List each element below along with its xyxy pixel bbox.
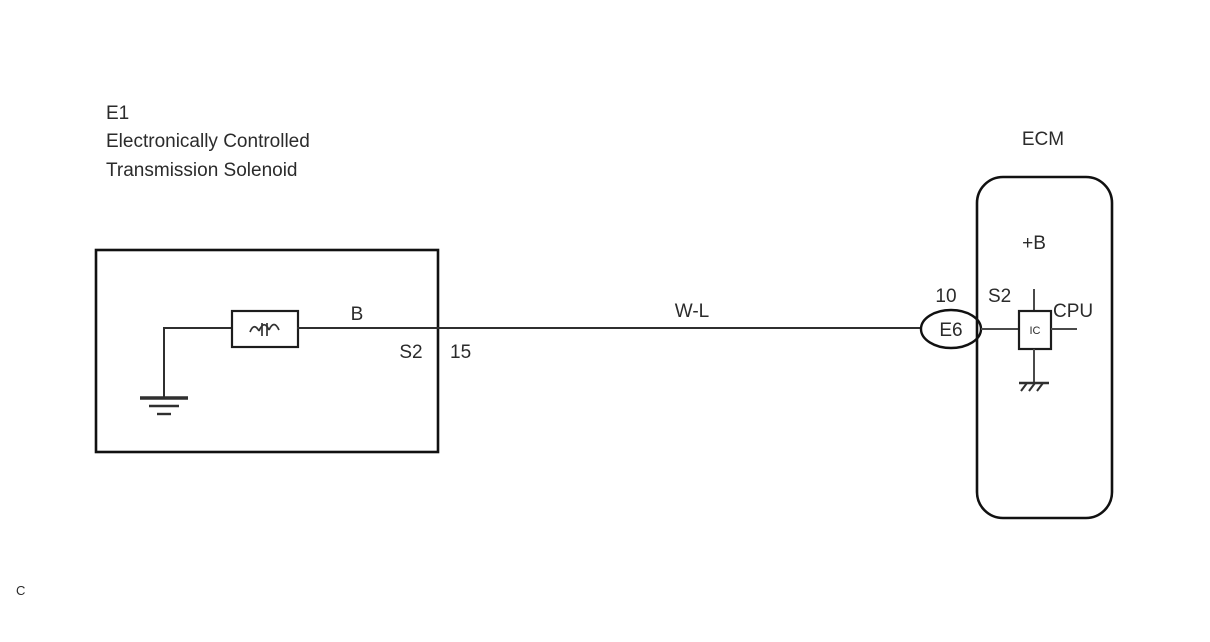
ecm-ground-icon (1019, 381, 1049, 392)
ecm-ic-label: IC (1030, 325, 1041, 337)
connector-pin-number: 10 (935, 286, 956, 307)
component-id-label: E1 (106, 103, 129, 124)
ecm-terminal-label: S2 (988, 286, 1011, 307)
wire-label-b: B (351, 304, 364, 325)
component-name-line2: Transmission Solenoid (106, 160, 298, 181)
ecm-power-label: +B (1022, 233, 1046, 254)
coil-winding-icon (249, 323, 280, 336)
component-name-line1: Electronically Controlled (106, 131, 310, 152)
ecm-title: ECM (1022, 129, 1064, 150)
solenoid-pin-number: 15 (450, 342, 471, 363)
ecm-box (975, 175, 1114, 520)
connector-label-e6: E6 (939, 320, 962, 341)
corner-mark: C (16, 583, 25, 598)
solenoid-coil-box (230, 309, 300, 349)
solenoid-component-box (94, 248, 440, 454)
solenoid-terminal-label: S2 (399, 342, 422, 363)
wire-label-wl: W-L (675, 301, 709, 322)
ecm-cpu-label: CPU (1053, 301, 1093, 322)
solenoid-ground-icon (140, 396, 188, 416)
